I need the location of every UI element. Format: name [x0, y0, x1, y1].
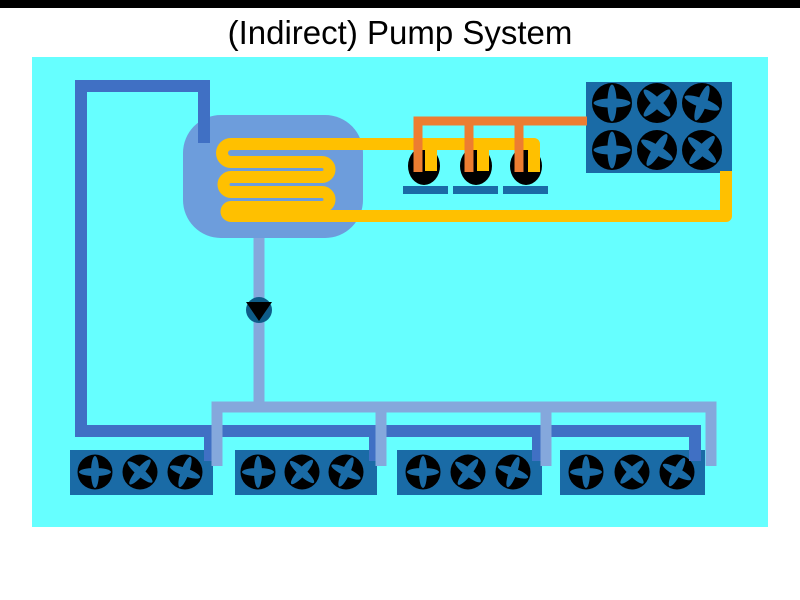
fan-icon: [167, 454, 203, 490]
evaporator-unit-1: [70, 450, 213, 495]
circulation-pump: [246, 297, 272, 323]
fan-icon: [682, 83, 722, 123]
fan-icon: [405, 454, 441, 490]
page-title: (Indirect) Pump System: [227, 14, 573, 51]
fan-icon: [682, 130, 722, 170]
fan-icon: [122, 454, 158, 490]
evaporator-fans: [405, 454, 531, 490]
pump-base-2: [453, 186, 498, 194]
fan-icon: [592, 83, 632, 123]
pump-base-3: [503, 186, 548, 194]
pump-base-1: [403, 186, 448, 194]
fan-icon: [592, 130, 632, 170]
hot-gas-pipe: [413, 116, 587, 172]
condenser-fans: [592, 83, 722, 170]
fan-icon: [637, 83, 677, 123]
evaporator-unit-4: [560, 450, 705, 495]
pump-direction-triangle-icon: [246, 302, 272, 321]
fan-icon: [240, 454, 276, 490]
evaporator-fans: [240, 454, 364, 490]
return-pipe: [75, 80, 701, 461]
evaporator-fans: [77, 454, 203, 490]
evaporator-fans: [568, 454, 695, 490]
fan-icon: [568, 454, 604, 490]
condenser-unit: [586, 82, 732, 173]
fan-icon: [495, 454, 531, 490]
fan-icon: [614, 454, 650, 490]
fan-icon: [284, 454, 320, 490]
evaporator-unit-2: [235, 450, 377, 495]
fan-icon: [77, 454, 113, 490]
fan-icon: [637, 130, 677, 170]
supply-pipe: [211, 238, 717, 466]
fan-icon: [328, 454, 364, 490]
coil-pipe: [216, 138, 732, 222]
evaporator-unit-3: [397, 450, 542, 495]
fan-icon: [450, 454, 486, 490]
fan-icon: [659, 454, 695, 490]
top-border-bar: [0, 0, 800, 8]
